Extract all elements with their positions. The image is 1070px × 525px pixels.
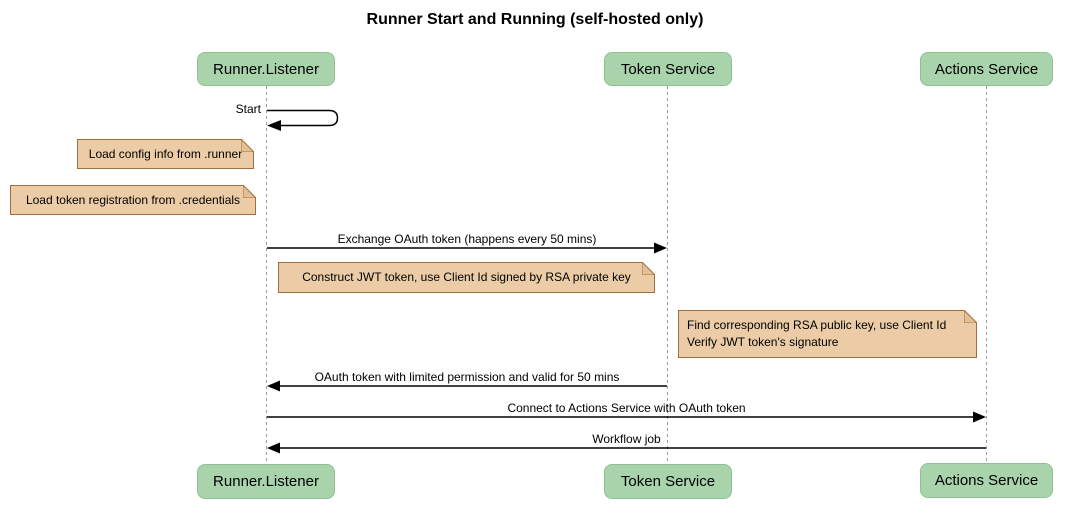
participant-label: Actions Service xyxy=(934,60,1039,78)
message-label-workflow-job: Workflow job xyxy=(592,432,661,446)
arrowhead-icon xyxy=(973,411,986,423)
note-load-config: Load config info from .runner xyxy=(77,139,254,169)
note-fold-icon xyxy=(243,185,256,198)
note-text: Construct JWT token, use Client Id signe… xyxy=(302,270,631,284)
arrowhead-icon xyxy=(267,442,280,454)
participant-label: Actions Service xyxy=(934,472,1039,489)
participant-actions-service-top: Actions Service xyxy=(920,52,1053,86)
message-label-exchange-oauth: Exchange OAuth token (happens every 50 m… xyxy=(337,232,597,246)
arrowhead-icon xyxy=(267,120,281,131)
diagram-title: Runner Start and Running (self-hosted on… xyxy=(366,11,704,28)
message-label-start: Start xyxy=(235,102,261,116)
self-message-line-start xyxy=(267,109,339,127)
participant-label: Token Service xyxy=(620,473,716,490)
participant-token-service-top: Token Service xyxy=(604,52,732,86)
participant-label: Token Service xyxy=(620,60,716,78)
participant-label: Runner.Listener xyxy=(213,473,319,490)
note-fold-icon xyxy=(241,139,254,152)
note-fold-icon xyxy=(642,262,655,275)
participant-actions-service-bottom: Actions Service xyxy=(920,463,1053,498)
participant-runner-listener-top: Runner.Listener xyxy=(197,52,335,86)
note-text: Load config info from .runner xyxy=(88,146,243,161)
arrowhead-icon xyxy=(654,242,667,254)
note-construct-jwt: Construct JWT token, use Client Id signe… xyxy=(278,262,655,293)
participant-label: Runner.Listener xyxy=(213,60,319,78)
arrowhead-icon xyxy=(267,380,280,392)
note-text: Find corresponding RSA public key, use C… xyxy=(687,318,947,349)
message-label-connect-actions: Connect to Actions Service with OAuth to… xyxy=(507,401,746,415)
note-load-token-registration: Load token registration from .credential… xyxy=(10,185,256,215)
note-fold-icon xyxy=(964,310,977,323)
participant-token-service-bottom: Token Service xyxy=(604,464,732,499)
note-verify-jwt: Find corresponding RSA public key, use C… xyxy=(678,310,977,358)
note-text: Load token registration from .credential… xyxy=(25,192,241,207)
message-label-oauth-token-response: OAuth token with limited permission and … xyxy=(314,370,620,384)
participant-runner-listener-bottom: Runner.Listener xyxy=(197,464,335,499)
